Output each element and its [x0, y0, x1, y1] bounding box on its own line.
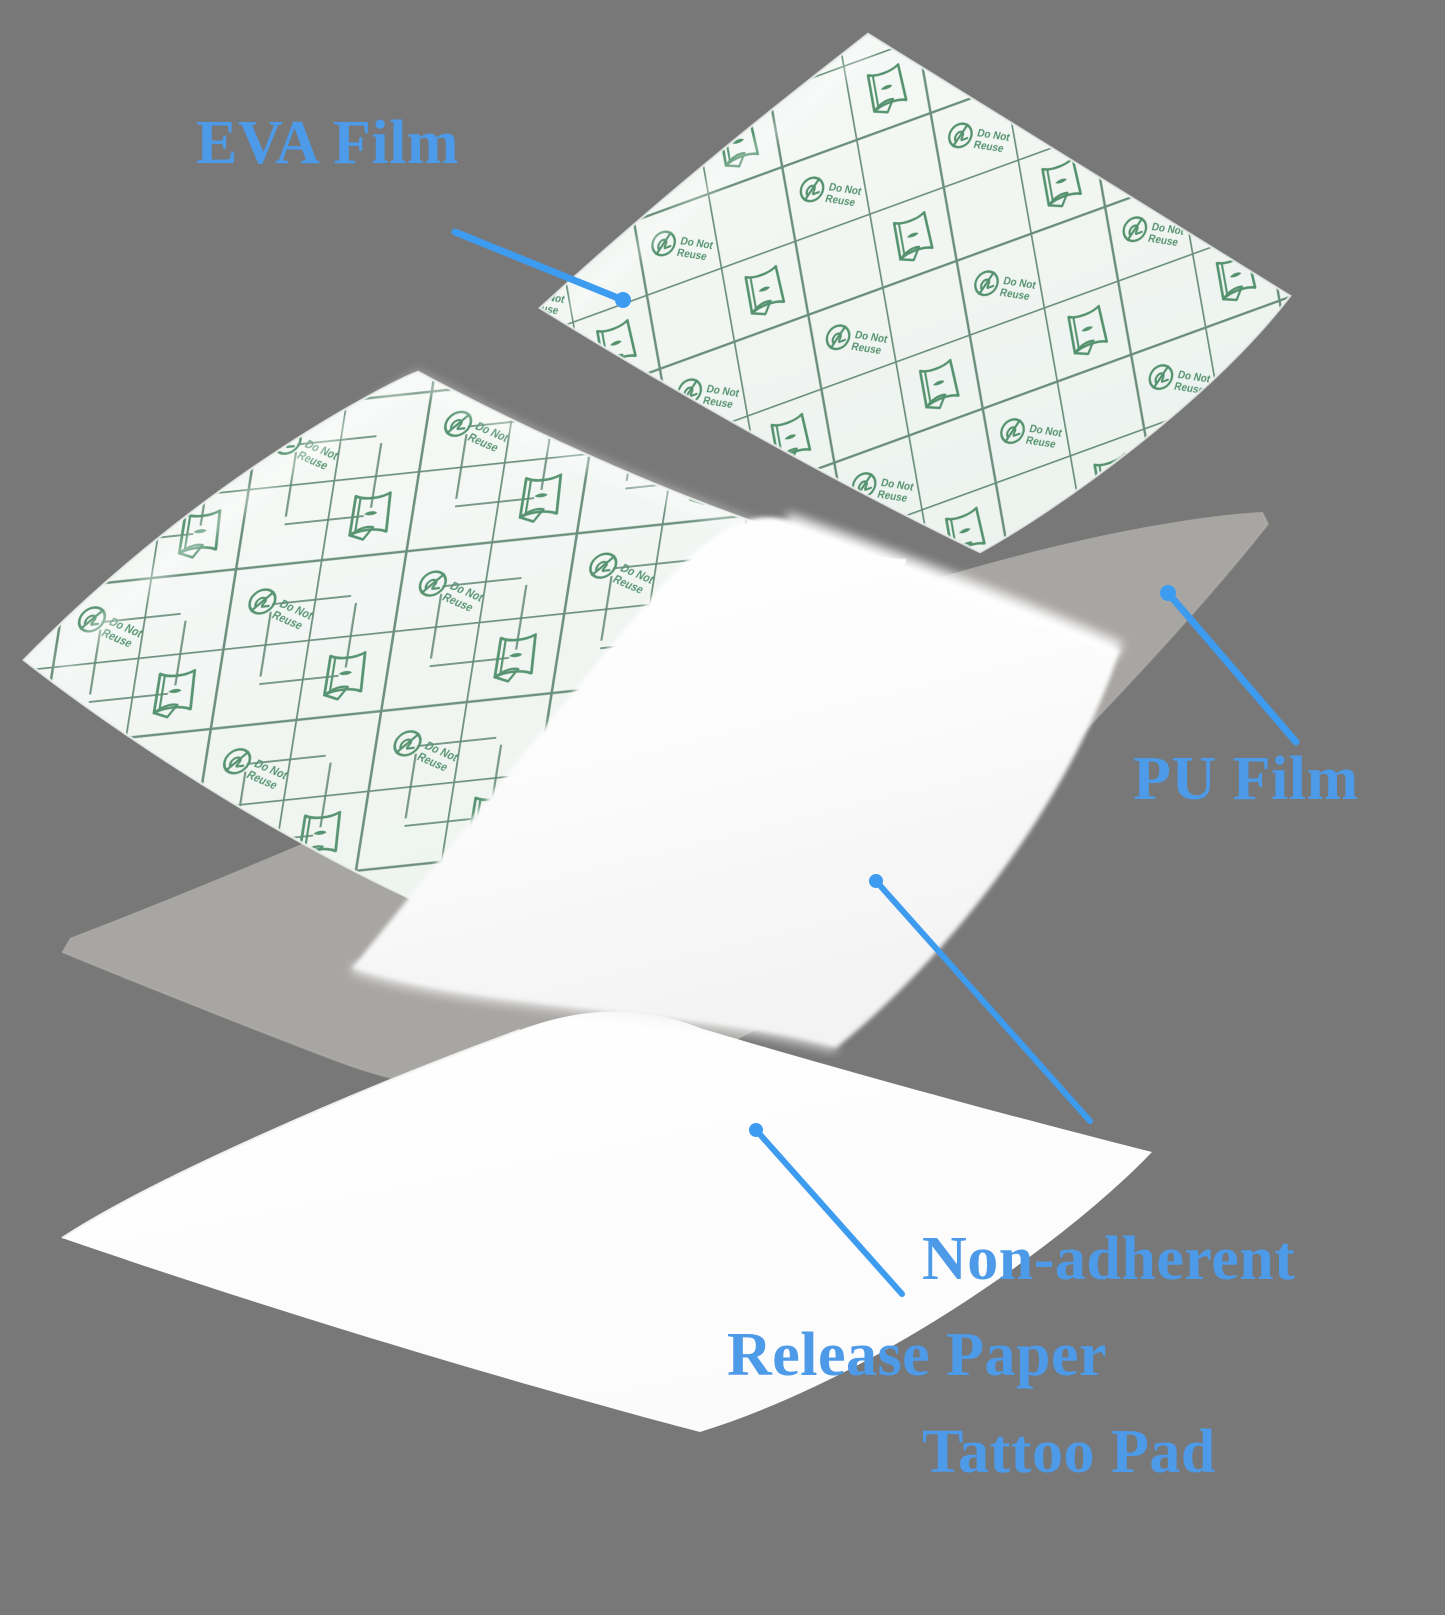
diagram-canvas: Do Not Reuse — [22, 32, 1359, 1485]
callout-lines — [451, 228, 1300, 1297]
layer-release-paper — [61, 1011, 1152, 1432]
callout-dot-tattoo-pad — [869, 874, 883, 888]
callout-dot-release-paper — [749, 1123, 763, 1137]
callout-dot-eva-film — [615, 292, 631, 308]
label-eva-film: EVA Film — [196, 109, 459, 177]
exploded-layer-illustration: Do Not Reuse — [22, 32, 1300, 1432]
label-tattoo-pad-line2: Tattoo Pad — [922, 1418, 1216, 1487]
callout-release-paper — [749, 1123, 905, 1297]
callout-eva-film — [451, 228, 631, 308]
callout-dot-pu-film — [1160, 585, 1176, 601]
callout-pu-film — [1160, 585, 1300, 746]
label-pu-film: PU Film — [1133, 745, 1359, 813]
callout-tattoo-pad — [869, 874, 1093, 1124]
label-release-paper: Release Paper — [727, 1321, 1108, 1389]
layer-tattoo-pad — [350, 512, 1124, 1053]
label-tattoo-pad-line1: Non-adherent — [922, 1224, 1296, 1293]
